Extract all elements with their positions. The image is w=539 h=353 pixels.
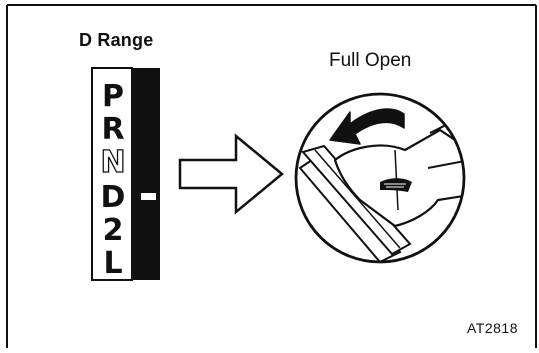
pedal-label: Full Open bbox=[329, 50, 412, 71]
gear-position-l: L bbox=[103, 246, 122, 281]
gear-position-d: D bbox=[101, 180, 126, 215]
accelerator-pedal-icon bbox=[294, 92, 466, 264]
diagram-title: D Range bbox=[79, 30, 154, 50]
gear-selector: P R N D 2 L bbox=[91, 67, 160, 281]
curved-arrow-icon bbox=[329, 108, 405, 145]
gear-position-2: 2 bbox=[103, 213, 124, 248]
reference-code: AT2818 bbox=[467, 320, 518, 336]
selected-indicator-mark bbox=[141, 193, 156, 200]
gear-position-r: R bbox=[101, 112, 124, 147]
frame-border bbox=[6, 4, 537, 348]
gear-position-p: P bbox=[102, 79, 124, 114]
gear-position-n: N bbox=[100, 145, 125, 180]
right-arrow-icon bbox=[178, 133, 284, 215]
